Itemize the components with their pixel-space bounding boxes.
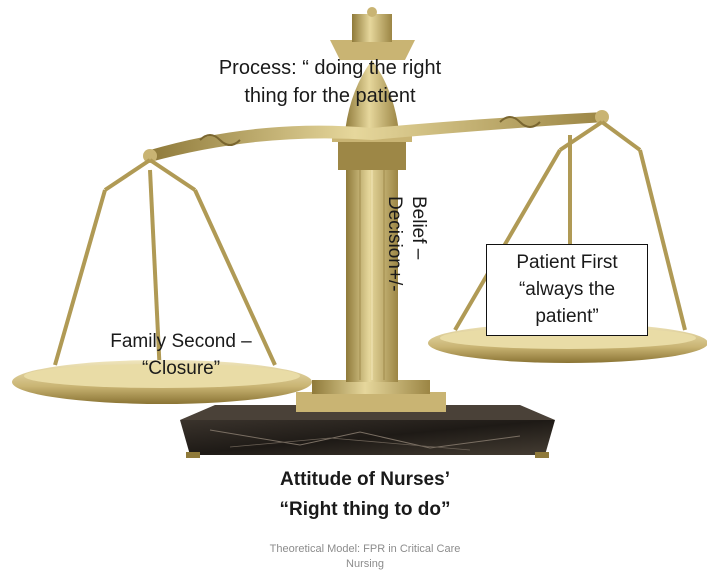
figure-caption: Theoretical Model: FPR in Critical Care … <box>200 542 530 572</box>
process-label-line-1: Process: “ doing the right <box>218 57 442 79</box>
attitude-label-line-1: Attitude of Nurses’ <box>280 469 450 490</box>
patient-label-line-3: patient” <box>535 306 599 327</box>
balance-beam <box>143 110 609 163</box>
left-hanger-chains <box>53 158 277 376</box>
right-hanger-chains <box>453 120 687 332</box>
central-pillar <box>330 7 415 382</box>
patient-label-line-2: “always the <box>518 279 616 300</box>
left-pan-rim <box>24 364 300 388</box>
belief-label-line-2: Decision+/- <box>384 196 405 292</box>
process-label: Process: “ doing the right thing for the… <box>170 54 490 110</box>
attitude-label-line-2: “Right thing to do” <box>279 499 451 520</box>
patient-label-line-1: Patient First <box>516 252 618 273</box>
belief-label-line-1: Belief – <box>408 196 429 260</box>
caption-line-2: Nursing <box>346 558 384 570</box>
patient-first-box: Patient First “always the patient” <box>486 244 648 336</box>
marble-base <box>180 380 555 458</box>
family-label-line-2: “Closure” <box>141 358 221 379</box>
family-second-label: Family Second – “Closure” <box>66 328 296 382</box>
attitude-label: Attitude of Nurses’ “Right thing to do” <box>200 465 530 525</box>
caption-line-1: Theoretical Model: FPR in Critical Care <box>269 543 461 555</box>
process-label-line-2: thing for the patient <box>244 85 416 107</box>
family-label-line-1: Family Second – <box>110 331 252 352</box>
belief-decision-label: Belief – Decision+/- <box>338 196 430 292</box>
